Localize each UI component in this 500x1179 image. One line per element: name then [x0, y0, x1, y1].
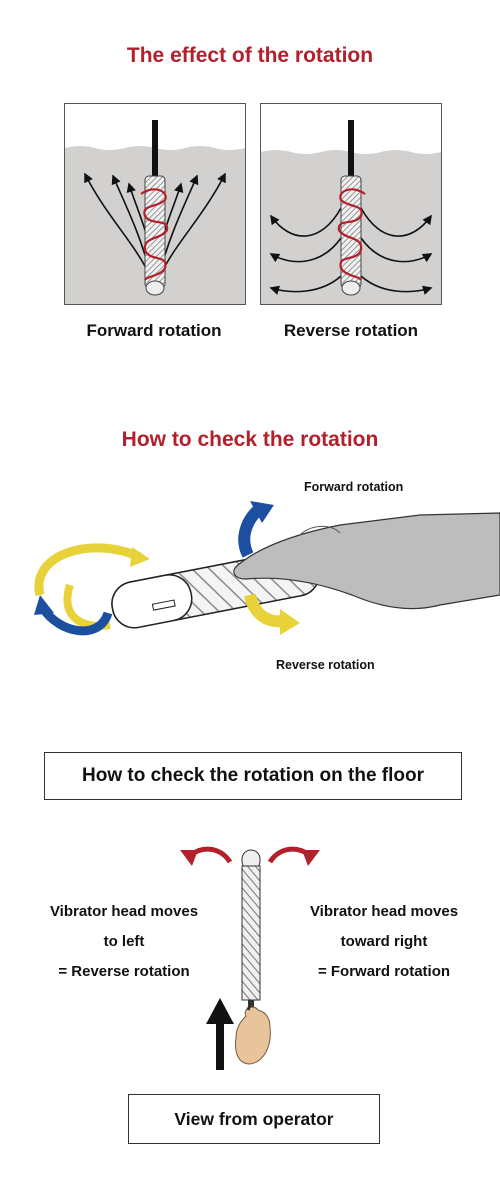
operator-view-box: View from operator	[128, 1094, 380, 1144]
up-arrow-icon	[206, 998, 234, 1024]
yellow-arrow-icon	[34, 543, 142, 597]
reverse-rotation-label: Reverse rotation	[276, 658, 375, 672]
floor-check-box: How to check the rotation on the floor	[44, 752, 462, 800]
right-description: Vibrator head moves toward right = Forwa…	[278, 897, 490, 987]
vertical-vibrator-illustration	[180, 846, 320, 1070]
left-line-1: Vibrator head moves	[49, 903, 199, 920]
effect-title: The effect of the rotation	[126, 44, 374, 67]
hand-icon	[233, 512, 500, 610]
left-line-3: = Reverse rotation	[58, 963, 190, 980]
right-line-1: Vibrator head moves	[309, 903, 459, 920]
hand-rotation-illustration	[34, 501, 500, 636]
forward-rotation-panel	[64, 103, 246, 305]
check-rotation-title: How to check the rotation	[121, 428, 379, 451]
reverse-rotation-panel	[260, 103, 442, 305]
right-line-2: toward right	[340, 933, 428, 950]
forward-rotation-label: Forward rotation	[304, 480, 404, 494]
forward-caption: Forward rotation	[86, 321, 222, 340]
reverse-caption: Reverse rotation	[283, 321, 419, 340]
forward-flow-diagram	[65, 120, 245, 304]
left-line-2: to left	[103, 933, 145, 950]
left-description: Vibrator head moves to left = Reverse ro…	[18, 897, 230, 987]
right-line-3: = Forward rotation	[317, 963, 451, 980]
reverse-flow-diagram	[261, 120, 441, 304]
hand-icon	[235, 1006, 271, 1065]
blue-arrow-icon	[38, 604, 113, 636]
